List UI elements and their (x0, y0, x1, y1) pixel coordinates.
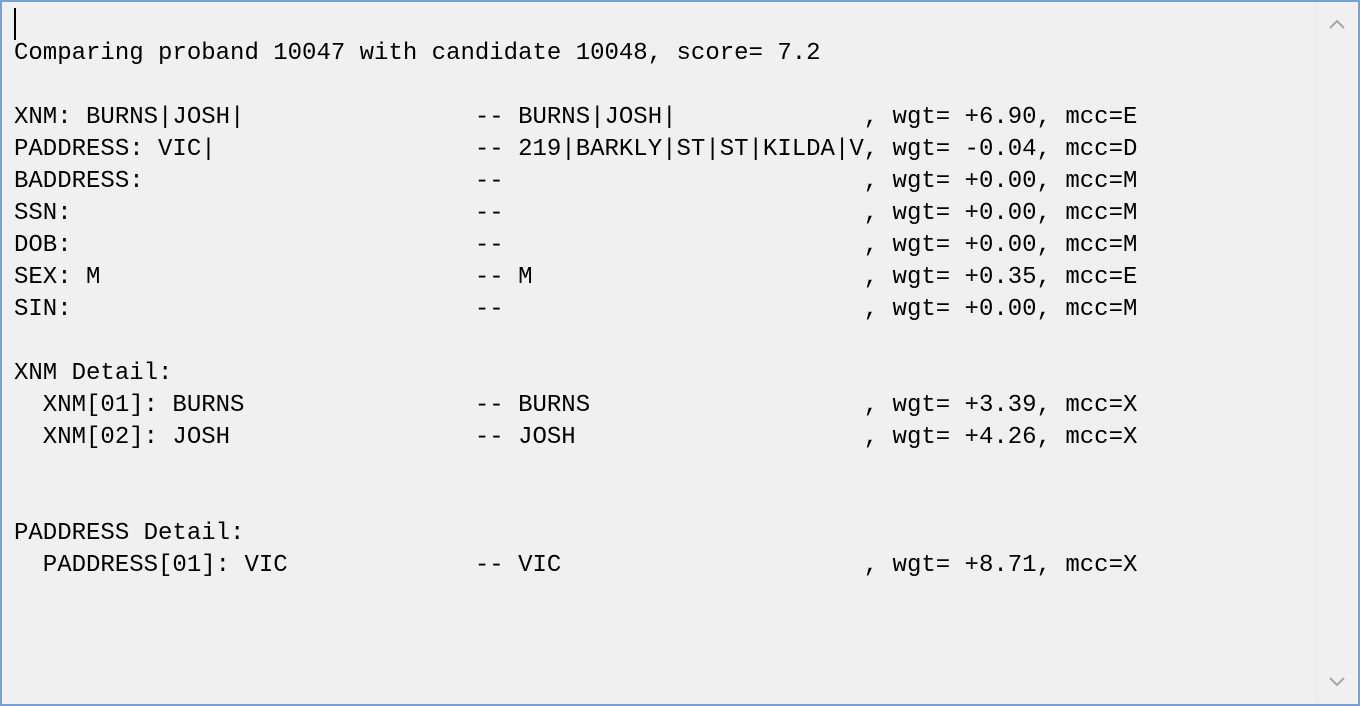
text-line-sin: SIN: -- , wgt= +0.00, mcc=M (14, 296, 1138, 323)
chevron-down-icon (1328, 677, 1345, 687)
text-line-summary: Comparing proband 10047 with candidate 1… (14, 40, 821, 67)
text-line-xnm-01: XNM[01]: BURNS -- BURNS , wgt= +3.39, mc… (14, 392, 1138, 419)
text-line-baddress: BADDRESS: -- , wgt= +0.00, mcc=M (14, 168, 1138, 195)
scroll-up-button[interactable] (1317, 4, 1356, 44)
text-line-xnm: XNM: BURNS|JOSH| -- BURNS|JOSH| , wgt= +… (14, 104, 1138, 131)
text-line-ssn: SSN: -- , wgt= +0.00, mcc=M (14, 200, 1138, 227)
scroll-down-button[interactable] (1317, 662, 1356, 702)
chevron-up-icon (1328, 19, 1345, 29)
text-line-paddress-01: PADDRESS[01]: VIC -- VIC , wgt= +8.71, m… (14, 552, 1138, 579)
text-line-paddress: PADDRESS: VIC| -- 219|BARKLY|ST|ST|KILDA… (14, 136, 1138, 163)
vertical-scrollbar[interactable] (1316, 4, 1356, 702)
text-line-xnm-02: XNM[02]: JOSH -- JOSH , wgt= +4.26, mcc=… (14, 424, 1138, 451)
text-cursor (14, 8, 16, 40)
text-line-dob: DOB: -- , wgt= +0.00, mcc=M (14, 232, 1138, 259)
scroll-track[interactable] (1317, 44, 1356, 662)
text-line-sex: SEX: M -- M , wgt= +0.35, mcc=E (14, 264, 1138, 291)
text-line-paddress-detail-heading: PADDRESS Detail: (14, 520, 245, 547)
text-line-xnm-detail-heading: XNM Detail: (14, 360, 173, 387)
text-content[interactable]: Comparing proband 10047 with candidate 1… (14, 6, 1314, 702)
